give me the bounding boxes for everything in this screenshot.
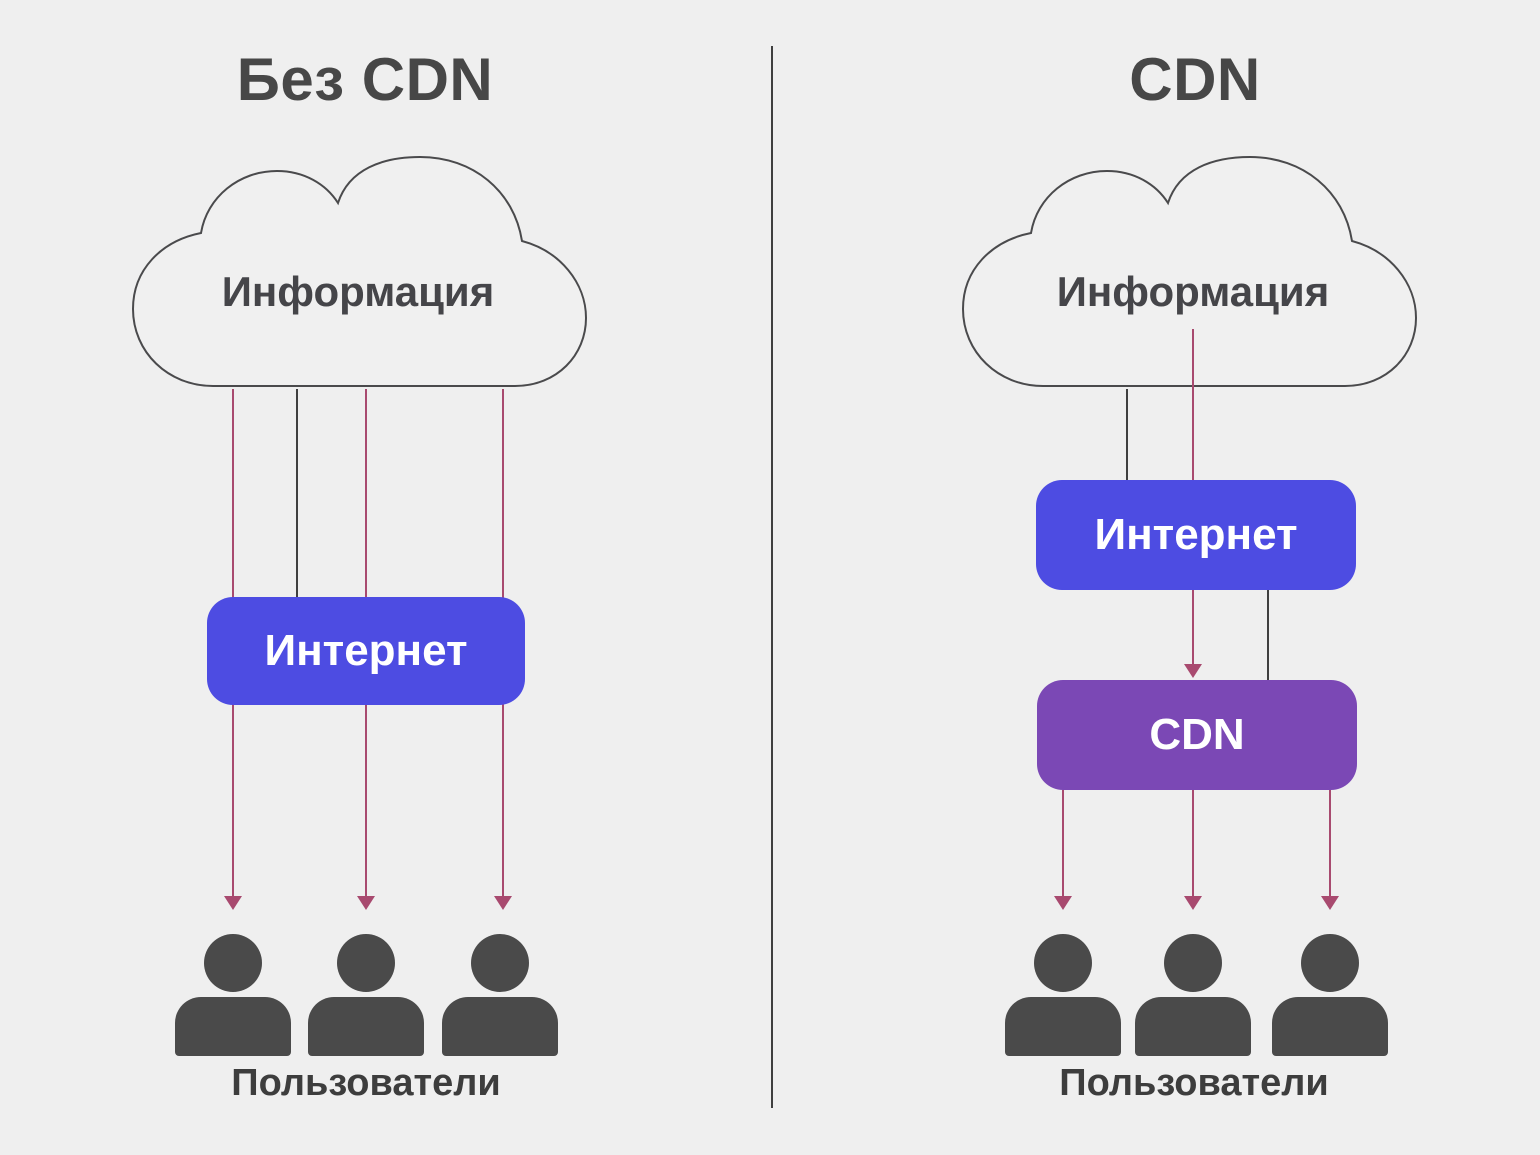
user-torso-icon	[308, 997, 424, 1056]
cloud-label: Информация	[1056, 268, 1330, 315]
flow-arrowhead-icon	[1184, 664, 1202, 678]
connector-line	[1267, 590, 1269, 680]
flow-arrow-line	[1329, 790, 1331, 896]
user-head-icon	[1034, 934, 1092, 992]
user-icon	[442, 934, 558, 1056]
cloud-label: Информация	[221, 268, 495, 315]
cdn-node: CDN	[1037, 680, 1357, 790]
panel-title: Без CDN	[236, 46, 494, 113]
internet-node-label: Интернет	[264, 626, 468, 675]
user-torso-icon	[175, 997, 291, 1056]
users-label: Пользователи	[1059, 1062, 1329, 1104]
flow-arrowhead-icon	[1321, 896, 1339, 910]
flow-arrow-line	[1192, 790, 1194, 896]
flow-arrowhead-icon	[357, 896, 375, 910]
flow-arrow-line	[1062, 790, 1064, 896]
flow-arrowhead-icon	[224, 896, 242, 910]
cloud-icon	[131, 155, 588, 387]
internet-node-label: Интернет	[1094, 510, 1298, 559]
flow-arrowhead-icon	[1184, 896, 1202, 910]
panel-title: CDN	[1129, 46, 1261, 113]
internet-node: Интернет	[1036, 480, 1356, 590]
cloud-icon	[961, 155, 1418, 387]
internet-node: Интернет	[207, 597, 525, 705]
user-torso-icon	[1135, 997, 1251, 1056]
user-icon	[308, 934, 424, 1056]
connector-line	[296, 389, 298, 597]
cdn-node-label: CDN	[1149, 710, 1245, 759]
user-icon	[175, 934, 291, 1056]
user-icon	[1005, 934, 1121, 1056]
users-label: Пользователи	[231, 1062, 501, 1104]
user-torso-icon	[1005, 997, 1121, 1056]
user-head-icon	[1164, 934, 1222, 992]
user-icon	[1135, 934, 1251, 1056]
user-head-icon	[337, 934, 395, 992]
user-icon	[1272, 934, 1388, 1056]
user-head-icon	[1301, 934, 1359, 992]
user-torso-icon	[442, 997, 558, 1056]
panel-divider-line	[771, 46, 773, 1108]
user-torso-icon	[1272, 997, 1388, 1056]
flow-arrowhead-icon	[494, 896, 512, 910]
user-head-icon	[204, 934, 262, 992]
flow-arrowhead-icon	[1054, 896, 1072, 910]
user-head-icon	[471, 934, 529, 992]
connector-line	[1126, 389, 1128, 480]
